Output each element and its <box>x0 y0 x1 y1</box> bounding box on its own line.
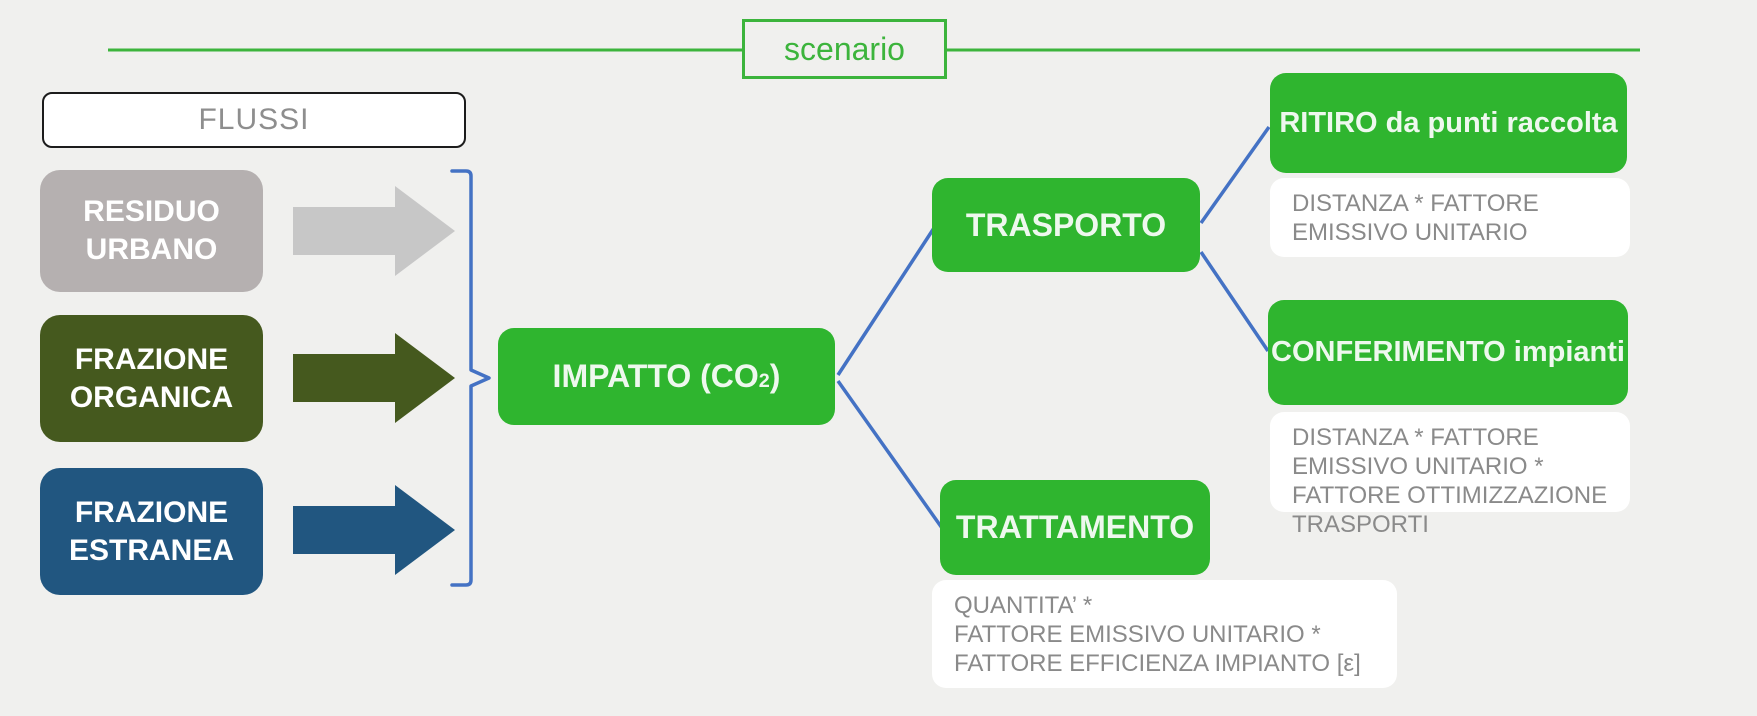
arrow-frazione-estranea <box>293 485 455 575</box>
co2-subscript: 2 <box>758 370 770 392</box>
trasporto-box: TRASPORTO <box>932 178 1200 272</box>
impatto-label: IMPATTO (CO2) <box>552 358 781 394</box>
formula-conferimento: DISTANZA * FATTORE EMISSIVO UNITARIO * F… <box>1270 412 1630 538</box>
connector-impatto-trasporto <box>836 227 936 376</box>
connector-trasporto-conferimento <box>1199 251 1270 352</box>
arrow-frazione-organica <box>293 333 455 423</box>
flussi-header: FLUSSI <box>42 92 466 148</box>
arrow-residuo-urbano <box>293 186 455 276</box>
ritiro-box: RITIRO da punti raccolta <box>1270 73 1627 173</box>
flow-box-frazione-estranea: FRAZIONE ESTRANEA <box>40 468 263 595</box>
impatto-box: IMPATTO (CO2) <box>498 328 835 425</box>
flow-box-frazione-organica: FRAZIONE ORGANICA <box>40 315 263 442</box>
scenario-label: scenario <box>742 19 947 79</box>
formula-ritiro: DISTANZA * FATTORE EMISSIVO UNITARIO <box>1270 178 1630 257</box>
conferimento-box: CONFERIMENTO impianti <box>1268 300 1628 405</box>
formula-trattamento-line3: FATTORE EFFICIENZA IMPIANTO [ε] <box>954 650 1361 677</box>
formula-trattamento: QUANTITA’ * FATTORE EMISSIVO UNITARIO * … <box>932 580 1397 688</box>
connector-impatto-trattamento <box>836 379 944 530</box>
connector-trasporto-ritiro <box>1199 125 1271 225</box>
formula-trattamento-line2: FATTORE EMISSIVO UNITARIO * <box>954 621 1321 648</box>
formula-trattamento-line1: QUANTITA’ * <box>954 592 1093 619</box>
trattamento-box: TRATTAMENTO <box>940 480 1210 575</box>
flow-box-residuo-urbano: RESIDUO URBANO <box>40 170 263 292</box>
flows-bracket <box>450 169 491 587</box>
